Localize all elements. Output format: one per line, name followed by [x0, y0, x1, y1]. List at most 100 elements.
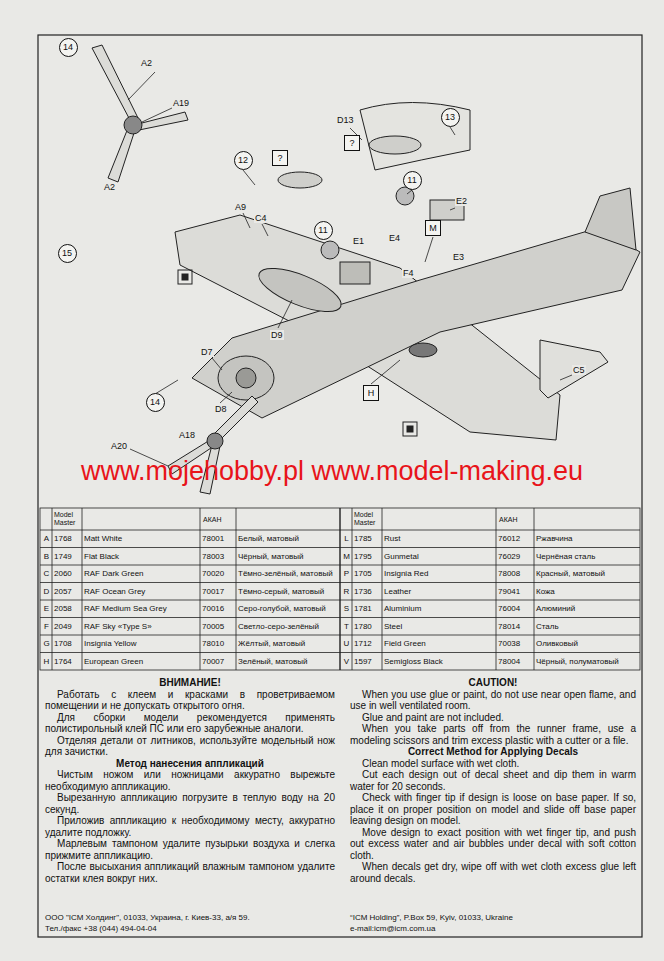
- leader-line: [407, 190, 412, 194]
- drop-tank: [369, 136, 421, 154]
- note-paragraph: Clean model surface with wet cloth.: [350, 758, 636, 770]
- wing-tip-part: [540, 340, 608, 398]
- table-cell: 2049: [54, 618, 81, 635]
- table-cell: Тёмно-зелёный, матовый: [238, 565, 339, 582]
- callout-circle: 12: [234, 151, 253, 170]
- page-frame: [38, 35, 642, 937]
- table-cell: Rust: [384, 530, 495, 547]
- table-cell: 1749: [54, 548, 81, 565]
- callout-number: 15: [62, 248, 72, 258]
- section-heading: ВНИМАНИЕ!: [45, 677, 335, 689]
- part-label: E2: [455, 196, 468, 206]
- callout-number: 12: [238, 155, 248, 165]
- table-cell: Белый, матовый: [238, 530, 339, 547]
- table-cell: 1712: [354, 635, 381, 652]
- leader-line: [142, 108, 172, 122]
- table-cell: 2058: [54, 600, 81, 617]
- leader-line: [450, 208, 455, 210]
- table-cell: U: [342, 635, 351, 652]
- table-cell: Оливковый: [536, 635, 639, 652]
- table-line: [200, 508, 201, 670]
- text-column: ВНИМАНИЕ!Работать с клеем и красками в п…: [45, 677, 335, 884]
- note-paragraph: When decals get dry, wipe off with wet c…: [350, 861, 636, 884]
- table-cell: RAF Dark Green: [84, 565, 199, 582]
- wheel: [321, 241, 339, 259]
- table-cell: Тёмно-серый, матовый: [238, 583, 339, 600]
- table-line: [40, 547, 640, 548]
- leader-line: [243, 170, 255, 185]
- section-heading: Correct Method for Applying Decals: [350, 746, 636, 758]
- table-cell: 1781: [354, 600, 381, 617]
- note-paragraph: Чистым ножом или ножницами аккуратно выр…: [45, 769, 335, 792]
- part-label: A19: [172, 98, 190, 108]
- callout-circle: 11: [314, 221, 333, 240]
- table-cell: V: [342, 653, 351, 670]
- callout-number: M: [429, 223, 437, 233]
- table-cell: Matt White: [84, 530, 199, 547]
- table-line: [40, 652, 640, 653]
- table-cell: A: [42, 530, 51, 547]
- table-cell: Красный, матовый: [536, 565, 639, 582]
- table-cell: Aluminium: [384, 600, 495, 617]
- leader-line: [212, 358, 222, 370]
- table-cell: Gunmetal: [384, 548, 495, 565]
- callout-box: H: [363, 385, 379, 401]
- note-paragraph: Отделяя детали от литников, используйте …: [45, 735, 335, 758]
- callout-number: 14: [63, 42, 73, 52]
- table-cell: S: [342, 600, 351, 617]
- table-cell: 70005: [202, 618, 235, 635]
- leader-line: [155, 380, 178, 394]
- table-header: Model Master: [354, 511, 381, 527]
- callout-number: 11: [407, 175, 416, 185]
- footer-address: e-mail:icm@icm.com.ua: [350, 924, 435, 934]
- text-column: CAUTION!When you use glue or paint, do n…: [350, 677, 636, 884]
- table-cell: 78008: [498, 565, 533, 582]
- table-line: [352, 508, 353, 670]
- table-line: [339, 508, 340, 670]
- callout-circle: 14: [146, 393, 165, 412]
- table-cell: Кожа: [536, 583, 639, 600]
- table-cell: L: [342, 530, 351, 547]
- table-cell: 1597: [354, 653, 381, 670]
- part-label: A20: [110, 441, 128, 451]
- part-label: C5: [572, 365, 586, 375]
- table-cell: Ржавчина: [536, 530, 639, 547]
- callout-number: 14: [150, 397, 160, 407]
- section-heading: CAUTION!: [350, 677, 636, 689]
- table-header: Model Master: [54, 511, 81, 527]
- table-cell: RAF Medium Sea Grey: [84, 600, 199, 617]
- table-cell: Чернёная сталь: [536, 548, 639, 565]
- table-cell: Flat Black: [84, 548, 199, 565]
- propeller-blade: [108, 128, 135, 182]
- table-cell: 1764: [54, 653, 81, 670]
- table-cell: F: [42, 618, 51, 635]
- part-label: A9: [234, 202, 247, 212]
- table-line: [52, 508, 53, 670]
- table-cell: 1785: [354, 530, 381, 547]
- leader-line: [425, 237, 433, 262]
- propeller-hub: [124, 116, 142, 134]
- wheel: [396, 187, 414, 205]
- table-cell: 70016: [202, 600, 235, 617]
- aircraft-drawing: [92, 45, 640, 494]
- table-cell: 1780: [354, 618, 381, 635]
- icon-mark: [407, 426, 413, 432]
- leader-line: [278, 300, 292, 328]
- table-cell: RAF Ocean Grey: [84, 583, 199, 600]
- propeller-blade: [138, 112, 188, 130]
- part-label: A18: [178, 430, 196, 440]
- table-cell: Зелёный, матовый: [238, 653, 339, 670]
- leader-line: [243, 213, 250, 228]
- table-cell: R: [342, 583, 351, 600]
- leader-line: [371, 360, 400, 384]
- table-cell: Жёлтый, матовый: [238, 635, 339, 652]
- table-cell: Светло-серо-зелёный: [238, 618, 339, 635]
- table-cell: 76029: [498, 548, 533, 565]
- leader-line: [450, 127, 455, 135]
- table-cell: 1708: [54, 635, 81, 652]
- leader-line: [262, 224, 268, 236]
- table-line: [40, 600, 640, 601]
- table-cell: Сталь: [536, 618, 639, 635]
- section-heading: Метод нанесения аппликаций: [45, 758, 335, 770]
- table-line: [534, 508, 535, 670]
